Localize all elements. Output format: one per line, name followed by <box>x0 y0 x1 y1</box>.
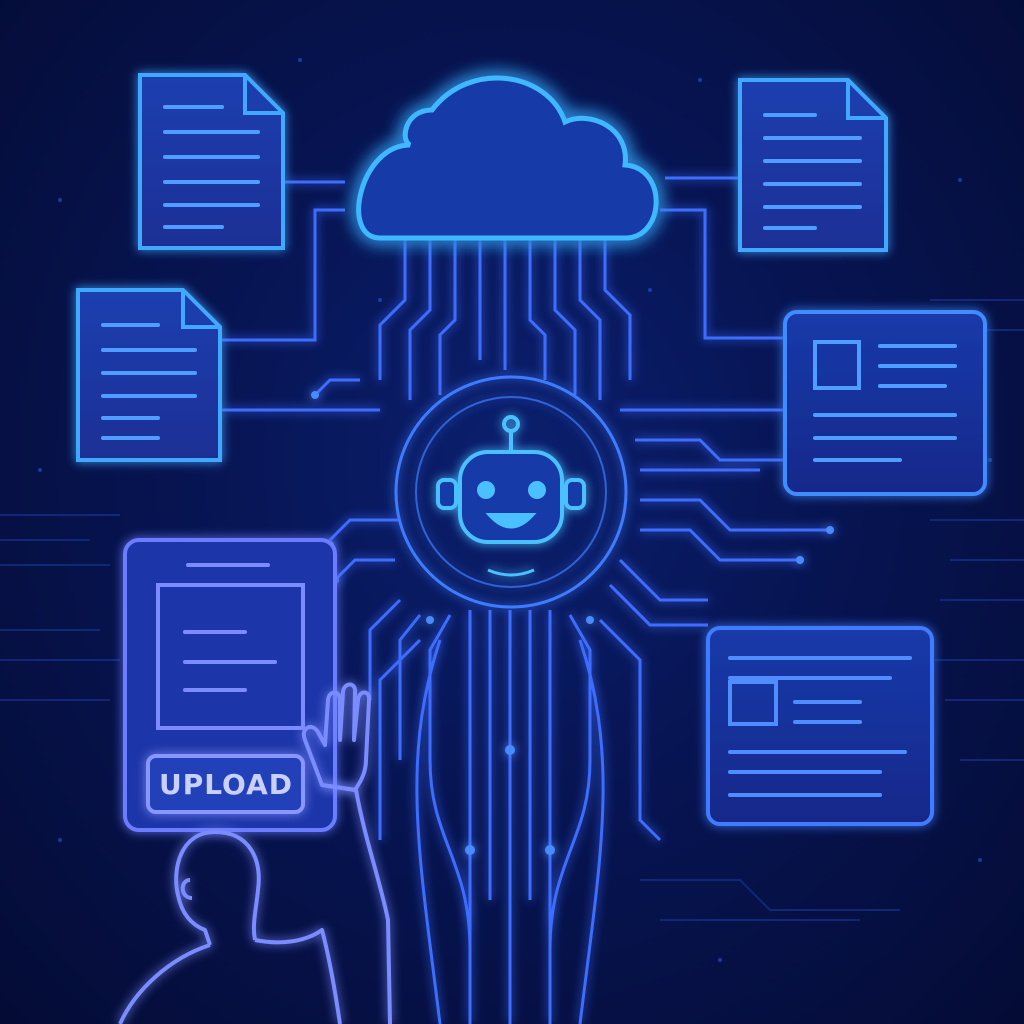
raised-hand-icon <box>301 682 372 792</box>
document-icon <box>138 73 285 250</box>
circuit-connectors <box>222 176 830 1024</box>
background-dots <box>38 58 992 962</box>
content-panel <box>706 626 934 826</box>
upload-button-label: UPLOAD <box>159 768 293 801</box>
robot-halo <box>394 375 628 609</box>
upload-button[interactable]: UPLOAD <box>146 754 305 814</box>
robot-icon <box>436 415 586 577</box>
profile-card-icon <box>783 310 987 496</box>
document-icon <box>76 288 222 462</box>
person-icon <box>118 783 392 1024</box>
document-icon <box>738 78 888 252</box>
cloud-icon <box>356 75 659 241</box>
